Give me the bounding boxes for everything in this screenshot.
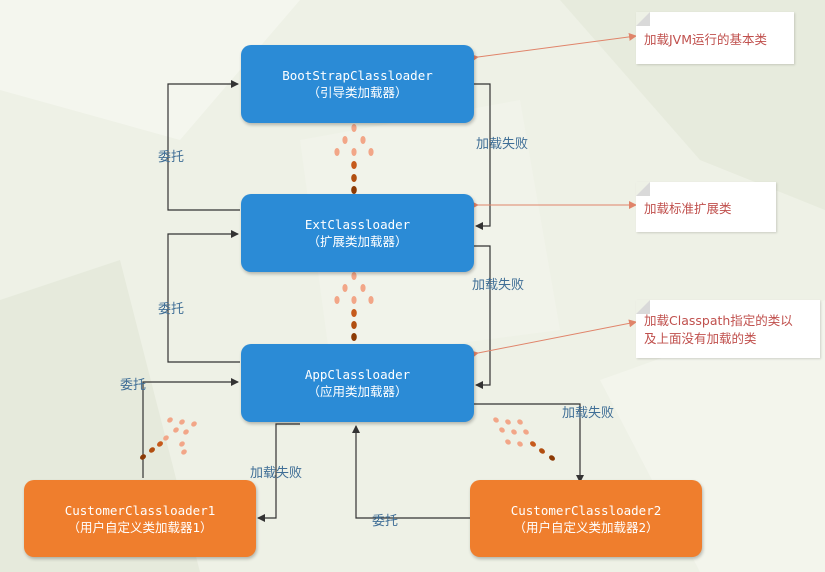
note-arrows — [470, 32, 637, 359]
dots-custom2-to-app — [493, 417, 555, 461]
delegate-custom2-to-app — [352, 425, 470, 519]
delegate-label-4: 委托 — [372, 514, 399, 529]
delegate-label-3: 委托 — [120, 378, 147, 393]
app-note-line2: 及上面没有加载的类 — [644, 331, 757, 346]
note-fold-icon — [636, 12, 650, 26]
note-fold-icon — [636, 300, 650, 314]
custom2-classloader-name: CustomerClassloader2 — [510, 502, 662, 518]
delegate-custom1-to-app — [142, 378, 239, 478]
app-note-line1: 加载Classpath指定的类以 — [644, 313, 793, 328]
bootstrap-classloader-name: BootStrapClassloader — [282, 68, 433, 83]
custom2-classloader-sub: （用户自定义类加载器2） — [513, 519, 659, 535]
fail-bootstrap-to-ext — [474, 83, 491, 230]
custom2-classloader-box: CustomerClassloader2 （用户自定义类加载器2） — [470, 480, 702, 557]
custom1-classloader-sub: （用户自定义类加载器1） — [67, 519, 213, 535]
delegate-ext-to-bootstrap — [167, 80, 240, 211]
bootstrap-note-text: 加载JVM运行的基本类 — [644, 31, 768, 47]
app-classloader-box: AppClassloader （应用类加载器） — [241, 344, 474, 422]
ext-note-text: 加载标准扩展类 — [644, 200, 732, 216]
load-failed-label-3: 加载失败 — [562, 406, 615, 421]
load-failed-label-1: 加载失败 — [476, 137, 529, 152]
fail-ext-to-app — [474, 245, 491, 389]
fail-app-to-custom2 — [474, 403, 584, 483]
ext-classloader-name: ExtClassloader — [304, 217, 411, 232]
app-classloader-name: AppClassloader — [304, 367, 411, 382]
bootstrap-classloader-sub: （引导类加载器） — [307, 85, 408, 100]
custom1-classloader-name: CustomerClassloader1 — [64, 502, 216, 518]
delegate-label-1: 委托 — [158, 150, 185, 165]
app-classloader-sub: （应用类加载器） — [307, 384, 408, 399]
dots-ext-to-bootstrap — [334, 124, 374, 194]
dots-app-to-ext — [334, 272, 374, 341]
bootstrap-classloader-box: BootStrapClassloader （引导类加载器） — [241, 45, 474, 123]
fail-app-to-custom1 — [257, 423, 300, 522]
ext-classloader-box: ExtClassloader （扩展类加载器） — [241, 194, 474, 272]
custom1-classloader-box: CustomerClassloader1 （用户自定义类加载器1） — [24, 480, 256, 557]
load-failed-label-4: 加载失败 — [250, 466, 303, 481]
app-note: 加载Classpath指定的类以 及上面没有加载的类 — [636, 300, 820, 358]
note-fold-icon — [636, 182, 650, 196]
ext-classloader-sub: （扩展类加载器） — [307, 234, 408, 249]
ext-note: 加载标准扩展类 — [636, 182, 776, 232]
dots-custom1-to-app — [140, 417, 197, 460]
delegate-app-to-ext — [167, 230, 240, 363]
load-failed-label-2: 加载失败 — [472, 278, 525, 293]
delegate-label-2: 委托 — [158, 302, 185, 317]
bootstrap-note: 加载JVM运行的基本类 — [636, 12, 794, 64]
